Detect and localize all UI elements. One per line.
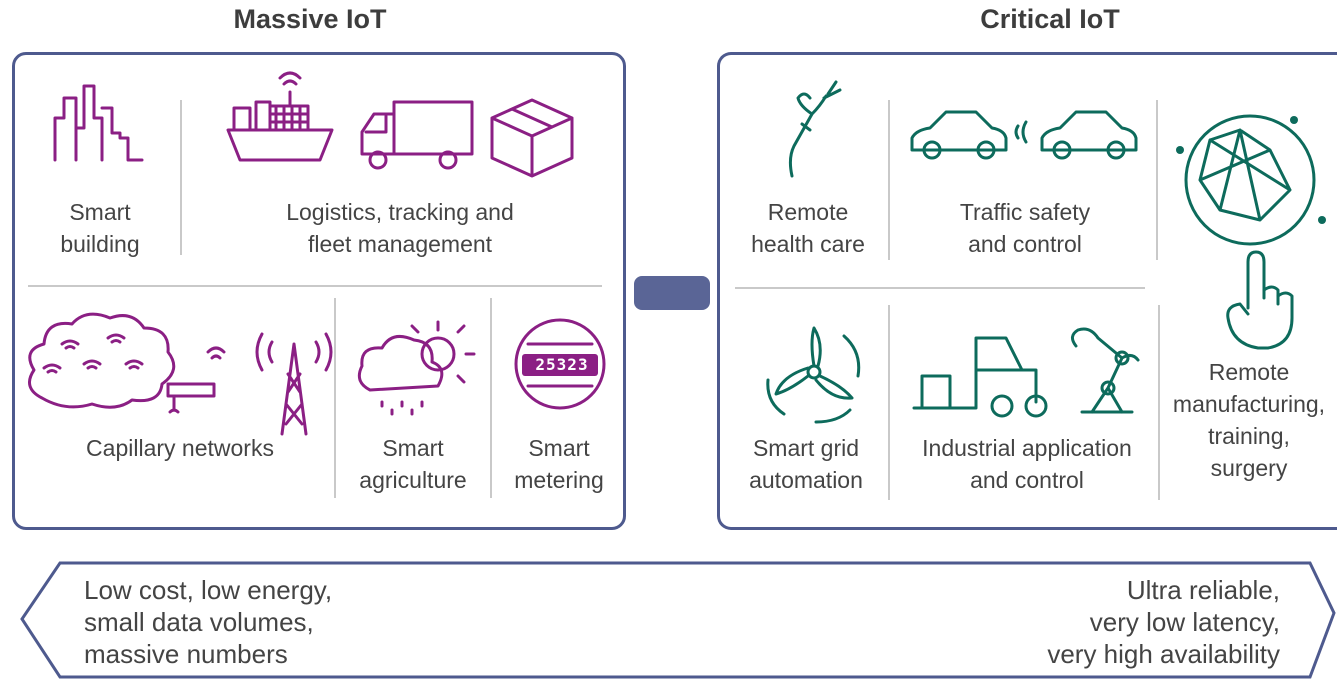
critical-iot-panel xyxy=(717,52,1337,530)
divider xyxy=(28,285,602,287)
traffic-safety-label: Traffic safety and control xyxy=(959,199,1091,257)
divider xyxy=(735,287,1145,289)
cell-tower-icon xyxy=(255,332,333,436)
divider xyxy=(334,298,336,498)
remote-health-care-label: Remote health care xyxy=(751,199,865,257)
smart-metering-label: Smart metering xyxy=(514,435,604,493)
massive-characteristics: Low cost, low energy, small data volumes… xyxy=(84,575,333,669)
critical-iot-title: Critical IoT xyxy=(980,4,1120,34)
ship-icon xyxy=(226,71,334,162)
panel-connector xyxy=(634,276,710,310)
smart-grid-label: Smart grid automation xyxy=(749,435,863,493)
divider xyxy=(180,100,182,255)
truck-icon xyxy=(360,100,474,170)
cloud-network-icon xyxy=(28,312,176,409)
syringe-icon xyxy=(788,80,842,178)
remote-manufacturing-label: Remote manufacturing, training, surgery xyxy=(1172,359,1326,481)
weather-icon xyxy=(357,320,476,416)
critical-characteristics: Ultra reliable, very low latency, very h… xyxy=(1047,575,1280,669)
divider xyxy=(490,298,492,498)
globe-icon xyxy=(1176,114,1326,246)
pointing-hand-icon xyxy=(1226,250,1294,350)
meter-icon xyxy=(514,318,606,410)
smart-agriculture-label: Smart agriculture xyxy=(359,435,467,493)
connected-cars-icon xyxy=(910,110,1138,160)
divider xyxy=(888,100,890,260)
meter-digits: 25323 xyxy=(535,355,589,374)
router-icon xyxy=(166,346,226,414)
massive-iot-panel xyxy=(12,52,626,530)
industrial-application-label: Industrial application and control xyxy=(922,435,1132,493)
divider xyxy=(1158,305,1160,500)
wind-turbine-icon xyxy=(766,326,861,424)
double-arrow xyxy=(20,561,1336,679)
divider xyxy=(888,305,890,500)
massive-iot-title: Massive IoT xyxy=(233,4,387,34)
smart-building-icon xyxy=(53,84,144,162)
divider xyxy=(1156,100,1158,260)
smart-building-label: Smart building xyxy=(60,199,140,257)
capillary-networks-label: Capillary networks xyxy=(86,435,274,461)
forklift-icon xyxy=(912,336,1048,418)
package-icon xyxy=(490,98,574,178)
robot-arm-icon xyxy=(1071,327,1140,414)
logistics-label: Logistics, tracking and fleet management xyxy=(286,199,514,257)
